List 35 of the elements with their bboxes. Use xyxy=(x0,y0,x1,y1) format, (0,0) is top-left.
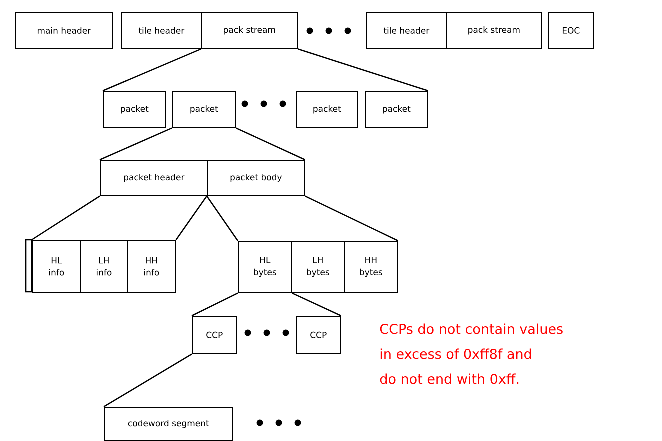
box: CCP xyxy=(296,316,342,354)
box: packet xyxy=(103,91,166,128)
zoom-line xyxy=(206,196,239,242)
box: packet body xyxy=(207,160,306,196)
box: pack stream xyxy=(201,12,298,50)
zoom-line xyxy=(32,196,100,241)
box: LH info xyxy=(80,240,128,294)
box: main header xyxy=(15,12,114,50)
note-text: do not end with 0xff. xyxy=(380,374,519,384)
zoom-line xyxy=(298,48,428,92)
note-text: CCPs do not contain values xyxy=(380,324,563,334)
box: codeword segment xyxy=(104,407,234,441)
box: HL bytes xyxy=(238,241,292,294)
box: tile header xyxy=(121,12,202,50)
zoom-line xyxy=(236,128,306,161)
box: HH info xyxy=(127,240,176,294)
box: pack stream xyxy=(446,12,542,50)
box: packet xyxy=(172,91,236,128)
zoom-line xyxy=(102,48,202,92)
box: HL info xyxy=(25,239,82,294)
zoom-line xyxy=(192,292,238,317)
box: packet xyxy=(365,91,428,128)
zoom-line xyxy=(100,128,172,161)
zoom-line xyxy=(305,196,399,242)
box: EOC xyxy=(548,12,594,50)
zoom-line xyxy=(104,354,192,408)
box: packet header xyxy=(100,160,208,196)
box: LH bytes xyxy=(291,241,346,294)
zoom-line xyxy=(292,292,342,317)
box: HH bytes xyxy=(344,241,398,294)
zoom-line xyxy=(176,196,208,240)
note-text: in excess of 0xff8f and xyxy=(380,348,532,360)
box: tile header xyxy=(366,12,448,50)
box: CCP xyxy=(192,316,238,354)
box: packet xyxy=(296,91,358,128)
